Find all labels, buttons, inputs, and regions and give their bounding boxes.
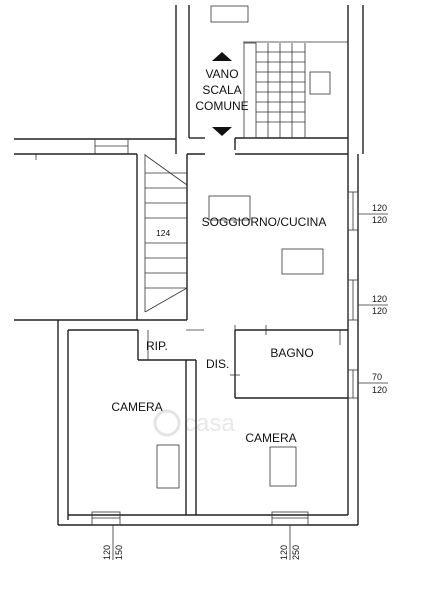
window-dim-1: 120 120 (358, 203, 388, 225)
room-label-living: SOGGIORNO/CUCINA (202, 215, 327, 229)
dining-table (281, 248, 324, 275)
room-label-storage: RIP. (146, 339, 168, 353)
bottom-window-1-sill: 120 (102, 545, 112, 560)
window-1-sill: 120 (372, 203, 387, 213)
window-2-height: 120 (372, 306, 387, 316)
watermark-text: casa (184, 410, 235, 437)
bottom-window-2-height: 250 (291, 545, 301, 560)
room-label-stair-1: VANO (205, 67, 238, 81)
storage-walls (137, 330, 197, 515)
bottom-dim-2: 120 250 (279, 525, 301, 560)
window-dim-2: 120 120 (358, 294, 388, 316)
internal-stair (14, 154, 188, 321)
kitchen-block (208, 195, 251, 221)
window-2-sill: 120 (372, 294, 387, 304)
bed-left (156, 444, 180, 489)
room-label-stair-3: COMUNE (195, 99, 248, 113)
common-stair (243, 42, 331, 139)
window-3-sill: 70 (372, 372, 382, 382)
right-windows (347, 191, 359, 399)
bottom-window-1-height: 150 (114, 545, 124, 560)
bottom-windows (91, 511, 309, 526)
arrow-down-icon (212, 127, 232, 136)
stair-core-walls (175, 5, 364, 154)
arrow-up-icon (212, 52, 232, 61)
window-1-height: 120 (372, 215, 387, 225)
window-3-height: 120 (372, 385, 387, 395)
stair-step-label: 124 (156, 228, 170, 238)
room-label-bath: BAGNO (270, 346, 313, 360)
bottom-dim-1: 120 150 (102, 525, 124, 560)
window-dim-3: 70 120 (358, 372, 388, 395)
bath-walls (230, 325, 348, 399)
watermark: casa (153, 409, 235, 437)
left-neighbour-walls (14, 138, 176, 160)
bed-right (269, 446, 297, 487)
room-label-bedroom-right: CAMERA (245, 431, 296, 445)
room-label-bedroom-left: CAMERA (111, 400, 162, 414)
apartment-walls (57, 153, 359, 526)
room-label-hall: DIS. (206, 357, 229, 371)
bottom-window-2-sill: 120 (279, 545, 289, 560)
room-label-stair-2: SCALA (202, 83, 241, 97)
